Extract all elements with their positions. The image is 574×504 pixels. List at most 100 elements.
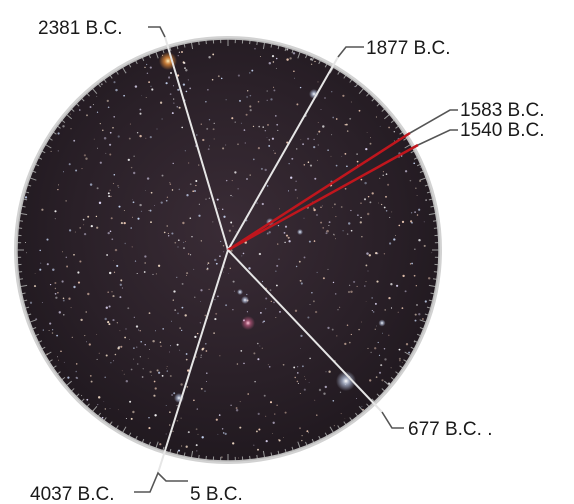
- star: [257, 448, 259, 451]
- star: [266, 99, 268, 101]
- rim-tick: [404, 351, 411, 356]
- star: [86, 398, 89, 401]
- star: [220, 77, 223, 80]
- star: [301, 439, 303, 442]
- star: [290, 176, 293, 179]
- star: [140, 341, 142, 343]
- star: [172, 85, 175, 87]
- star: [143, 271, 146, 273]
- star: [68, 163, 71, 166]
- star: [277, 129, 279, 131]
- star: [364, 181, 367, 185]
- star: [183, 61, 186, 65]
- star: [225, 99, 227, 101]
- star: [346, 165, 348, 168]
- star: [57, 292, 59, 294]
- star: [160, 345, 162, 348]
- star: [224, 432, 227, 435]
- star: [173, 98, 175, 100]
- star: [297, 382, 299, 384]
- rim-tick: [190, 450, 194, 458]
- star: [218, 208, 220, 210]
- star: [354, 86, 356, 88]
- star: [187, 162, 190, 164]
- star: [101, 416, 104, 419]
- star: [388, 296, 391, 300]
- star: [127, 158, 130, 162]
- star: [228, 273, 229, 274]
- star: [239, 401, 241, 403]
- star: [336, 335, 338, 337]
- star: [173, 392, 176, 395]
- star: [263, 320, 265, 323]
- star: [259, 345, 261, 347]
- star: [133, 316, 135, 318]
- star: [113, 115, 116, 118]
- star: [229, 267, 232, 270]
- star: [181, 329, 183, 331]
- star: [419, 179, 422, 183]
- star: [259, 56, 261, 57]
- rim-tick: [262, 42, 266, 50]
- star: [119, 330, 121, 332]
- star: [243, 362, 245, 365]
- label-4037: 4037 B.C.: [30, 484, 115, 504]
- star: [136, 131, 139, 134]
- star: [85, 311, 87, 313]
- rim-tick: [428, 212, 436, 216]
- star: [391, 211, 393, 213]
- star: [313, 145, 316, 149]
- star: [232, 309, 234, 311]
- star: [380, 364, 383, 367]
- star: [55, 296, 58, 299]
- star: [222, 208, 224, 210]
- star: [154, 414, 157, 417]
- star: [374, 347, 377, 350]
- star: [288, 163, 290, 165]
- star: [355, 398, 357, 400]
- star: [171, 189, 174, 191]
- star: [177, 55, 179, 57]
- star: [206, 268, 209, 271]
- star: [62, 125, 65, 128]
- star: [182, 83, 186, 86]
- star: [79, 227, 82, 229]
- star: [357, 214, 359, 216]
- star: [167, 232, 169, 235]
- rim-tick: [358, 405, 364, 412]
- star: [204, 314, 207, 317]
- star: [196, 332, 199, 335]
- star: [294, 77, 295, 79]
- star: [120, 279, 123, 282]
- star: [367, 195, 370, 198]
- star: [286, 58, 289, 61]
- star: [162, 328, 165, 330]
- star: [317, 122, 319, 123]
- star: [95, 215, 98, 218]
- star: [133, 347, 135, 349]
- star: [183, 247, 185, 249]
- star: [265, 308, 267, 310]
- star: [213, 332, 215, 334]
- star: [193, 268, 195, 270]
- star: [34, 273, 36, 274]
- star: [237, 143, 239, 146]
- star: [139, 108, 142, 111]
- star: [307, 316, 310, 319]
- pointers: [157, 36, 419, 474]
- star: [270, 300, 272, 303]
- rim-tick: [190, 42, 194, 50]
- star: [245, 113, 248, 116]
- star: [169, 183, 172, 185]
- star: [211, 78, 214, 81]
- star: [316, 414, 318, 416]
- star: [136, 346, 138, 348]
- star: [220, 240, 222, 242]
- star: [204, 390, 206, 392]
- star: [268, 62, 272, 65]
- star: [133, 358, 135, 360]
- star: [320, 206, 322, 208]
- star: [181, 51, 183, 53]
- star: [148, 427, 151, 430]
